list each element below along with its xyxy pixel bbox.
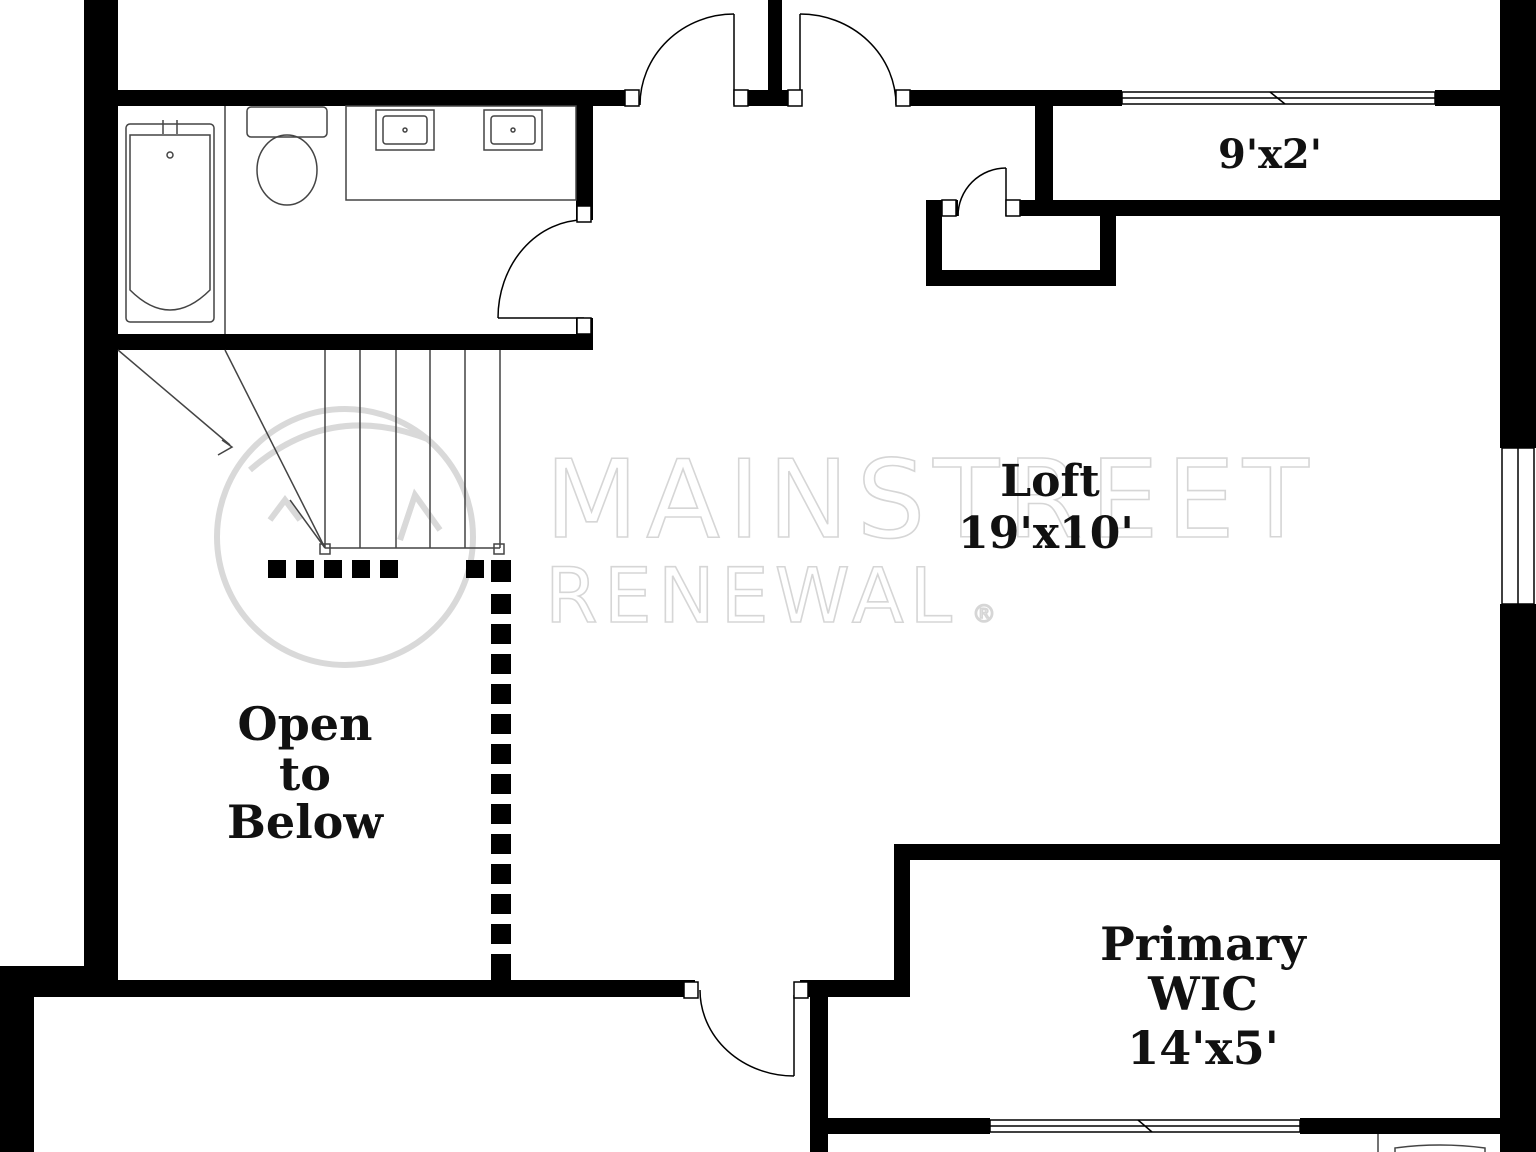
watermark-line1: MAINSTREET (545, 438, 1317, 563)
watermark-logo-icon (214, 406, 476, 668)
wall-bottom-left (30, 980, 695, 997)
loft-dims: 19'x10' (958, 508, 1134, 559)
wall-wic-top (894, 844, 1505, 860)
primary-wic-line1: Primary (1100, 917, 1307, 971)
bathroom-fixtures (125, 105, 577, 334)
watermark-registered: ® (972, 600, 996, 628)
wall-right-outer-2 (1500, 604, 1536, 1152)
bathtub-icon (125, 120, 215, 323)
toilet-icon (246, 106, 328, 206)
primary-wic-line2: WIC (1147, 967, 1258, 1021)
watermark-line2: RENEWAL (545, 551, 958, 640)
wall-closet-right (1100, 200, 1116, 286)
wall-left-outer (84, 0, 118, 997)
door-bottom (683, 981, 809, 1077)
wall-top-right (910, 90, 1122, 106)
doors (497, 13, 1021, 1077)
wall-closet-bottom (926, 270, 1116, 286)
wall-closet-left (926, 200, 942, 286)
vanity-icon (345, 105, 577, 201)
door-top-left (624, 13, 749, 107)
wall-bath-right (576, 90, 593, 220)
wall-right-outer (1500, 0, 1536, 448)
wall-storage-bottom (1035, 200, 1505, 216)
wall-bath-top (84, 90, 629, 106)
open-to-below-line3: Below (227, 795, 384, 849)
wall-top-left-stub (768, 0, 782, 105)
open-to-below-line1: Open (238, 697, 373, 751)
railing-dashed (268, 560, 511, 980)
loft-name: Loft (1000, 456, 1100, 507)
door-bath (497, 205, 592, 335)
stairs (117, 349, 505, 555)
windows (989, 91, 1535, 1133)
wall-bath-top-2 (748, 90, 788, 106)
window-wic (989, 1119, 1301, 1133)
wall-wic-step (894, 844, 910, 997)
storage-dims: 9'x2' (1218, 131, 1322, 178)
open-to-below-line2: to (279, 747, 331, 801)
fixture-bottom-right (1377, 1134, 1486, 1152)
watermark: MAINSTREET RENEWAL ® (214, 406, 1317, 668)
wall-wic-bottom (810, 1118, 990, 1134)
primary-wic-dims: 14'x5' (1127, 1021, 1279, 1075)
window-right (1501, 447, 1535, 605)
wall-wic-bottom-2 (1300, 1118, 1505, 1134)
door-closet (941, 167, 1021, 217)
wall-wic-left (810, 980, 828, 1152)
door-top-right (787, 13, 911, 107)
wall-top-right-2 (1435, 90, 1505, 106)
room-labels: 9'x2' Loft 19'x10' Open to Below Primary… (227, 131, 1322, 1075)
window-storage (1121, 91, 1436, 105)
wall-closet-top-b (1018, 200, 1116, 216)
wall-storage-left (1035, 90, 1053, 216)
wall-bath-bottom (84, 334, 593, 350)
wall-bottom-left-stub (0, 966, 34, 1152)
